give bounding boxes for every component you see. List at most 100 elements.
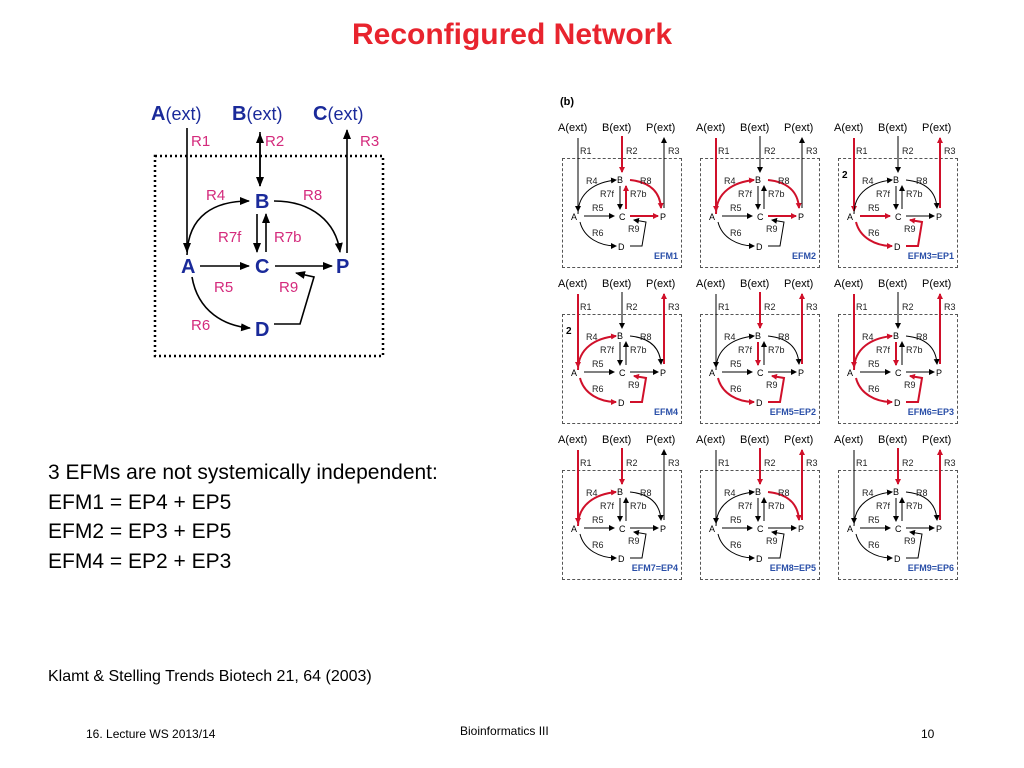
efm-edge-r6 bbox=[579, 377, 617, 405]
efm-node-label: P bbox=[660, 524, 666, 534]
slide-title: Reconfigured Network bbox=[351, 18, 673, 51]
efm-node-label: A bbox=[709, 212, 715, 222]
efm-reaction-label: R7f bbox=[876, 189, 891, 199]
efm-edge-r9 bbox=[768, 217, 785, 247]
statement-heading: 3 EFMs are not systemically independent: bbox=[48, 461, 438, 484]
efm-reaction-label: R9 bbox=[628, 224, 640, 234]
efm-reaction-label: R5 bbox=[868, 515, 880, 525]
efm-reaction-label: R6 bbox=[730, 228, 742, 238]
efm-node-label: P bbox=[936, 212, 942, 222]
label-r6: R6 bbox=[191, 317, 210, 334]
efm-node-label: B bbox=[893, 331, 899, 341]
footer-lecture: 16. Lecture WS 2013/14 bbox=[86, 727, 216, 741]
efm-reaction-label: R2 bbox=[764, 302, 776, 312]
efm-reaction-label: R1 bbox=[856, 458, 868, 468]
efm-reaction-label: R3 bbox=[668, 458, 680, 468]
efm-reaction-label: R1 bbox=[718, 146, 730, 156]
efm-reaction-label: R7b bbox=[768, 189, 785, 199]
efm-edge-r4 bbox=[577, 489, 617, 527]
efm-reaction-label: R2 bbox=[626, 146, 638, 156]
efm-reaction-label: R5 bbox=[730, 359, 742, 369]
efm-header-label: A(ext) bbox=[696, 122, 726, 134]
ext-node-c: C(ext) bbox=[313, 103, 363, 125]
efm-label: EFM5=EP2 bbox=[769, 407, 816, 417]
efm-header-label: P(ext) bbox=[784, 278, 814, 290]
efm-reaction-label: R9 bbox=[904, 380, 916, 390]
efm-reaction-label: R4 bbox=[862, 332, 874, 342]
efm-reaction-label: R7b bbox=[768, 501, 785, 511]
efm-edge-r8 bbox=[767, 179, 802, 209]
efm-edge-r9 bbox=[630, 529, 647, 559]
efm-reaction-label: R1 bbox=[580, 146, 592, 156]
efm-reaction-label: R3 bbox=[806, 302, 818, 312]
efm-node-label: A bbox=[709, 524, 715, 534]
efm-header-label: A(ext) bbox=[558, 122, 588, 134]
efm-edge-r4 bbox=[577, 177, 617, 215]
efm-reaction-label: R8 bbox=[640, 332, 652, 342]
efm-edge-r8 bbox=[767, 335, 802, 365]
efm-header-label: P(ext) bbox=[784, 434, 814, 446]
efm-node-label: C bbox=[757, 368, 764, 378]
efm-edge-r6 bbox=[855, 221, 893, 249]
reaction-r6-arrow bbox=[191, 276, 251, 332]
efm-reaction-label: R7b bbox=[768, 345, 785, 355]
efm-node-label: C bbox=[895, 524, 902, 534]
efm-reaction-label: R3 bbox=[944, 146, 956, 156]
efm-reaction-label: R2 bbox=[764, 146, 776, 156]
efm-node-label: D bbox=[756, 242, 763, 252]
efm-node-label: B bbox=[755, 487, 761, 497]
efm-reaction-label: R2 bbox=[626, 458, 638, 468]
efm-reaction-label: R2 bbox=[764, 458, 776, 468]
efm-reaction-label: R6 bbox=[592, 384, 604, 394]
efm-edge-r8 bbox=[629, 491, 664, 521]
ext-node-b: B(ext) bbox=[232, 103, 282, 125]
efm-reaction-label: R4 bbox=[586, 332, 598, 342]
efm-reaction-label: R8 bbox=[778, 332, 790, 342]
efm-reaction-label: R7b bbox=[906, 189, 923, 199]
node-d: D bbox=[255, 319, 269, 341]
efm-node-label: B bbox=[893, 175, 899, 185]
statement-block: 3 EFMs are not systemically independent:… bbox=[48, 458, 438, 576]
efm-reaction-label: R9 bbox=[904, 536, 916, 546]
efm-header-label: B(ext) bbox=[740, 122, 770, 134]
efm-node-label: A bbox=[847, 212, 853, 222]
efm-edge-r9 bbox=[906, 217, 924, 247]
efm-reaction-label: R8 bbox=[640, 176, 652, 186]
efm-reaction-label: R9 bbox=[904, 224, 916, 234]
efm-edge-r6 bbox=[855, 377, 893, 405]
efm-reaction-label: R5 bbox=[592, 515, 604, 525]
efm-node-label: A bbox=[571, 524, 577, 534]
efm-edge-r8 bbox=[905, 335, 940, 365]
efm-node-label: B bbox=[617, 175, 623, 185]
efm-node-label: B bbox=[893, 487, 899, 497]
efm-edge-r9 bbox=[768, 529, 785, 559]
efm-badge: 2 bbox=[566, 326, 572, 337]
label-r2: R2 bbox=[265, 133, 284, 150]
efm-header-label: A(ext) bbox=[558, 278, 588, 290]
efm-edge-r9 bbox=[630, 373, 648, 403]
efm-reaction-label: R6 bbox=[592, 228, 604, 238]
node-p: P bbox=[336, 256, 349, 278]
efm-header-label: P(ext) bbox=[922, 278, 952, 290]
efm-reaction-label: R4 bbox=[586, 488, 598, 498]
efm-edge-r4 bbox=[853, 489, 893, 527]
efm-reaction-label: R8 bbox=[778, 488, 790, 498]
efm-edge-r4 bbox=[577, 333, 617, 371]
efm-reaction-label: R4 bbox=[862, 488, 874, 498]
efm-header-label: P(ext) bbox=[922, 122, 952, 134]
efm-node-label: D bbox=[618, 398, 625, 408]
efm-reaction-label: R4 bbox=[724, 332, 736, 342]
efm-header-label: B(ext) bbox=[878, 434, 908, 446]
efm-reaction-label: R4 bbox=[862, 176, 874, 186]
efm-reaction-label: R1 bbox=[580, 302, 592, 312]
efm-reaction-label: R5 bbox=[592, 203, 604, 213]
efm-reaction-label: R8 bbox=[778, 176, 790, 186]
reaction-r4-arrow bbox=[186, 197, 250, 256]
footer-course: Bioinformatics III bbox=[460, 724, 549, 738]
efm-header-label: P(ext) bbox=[646, 278, 676, 290]
efm-edge-r8 bbox=[905, 491, 940, 521]
